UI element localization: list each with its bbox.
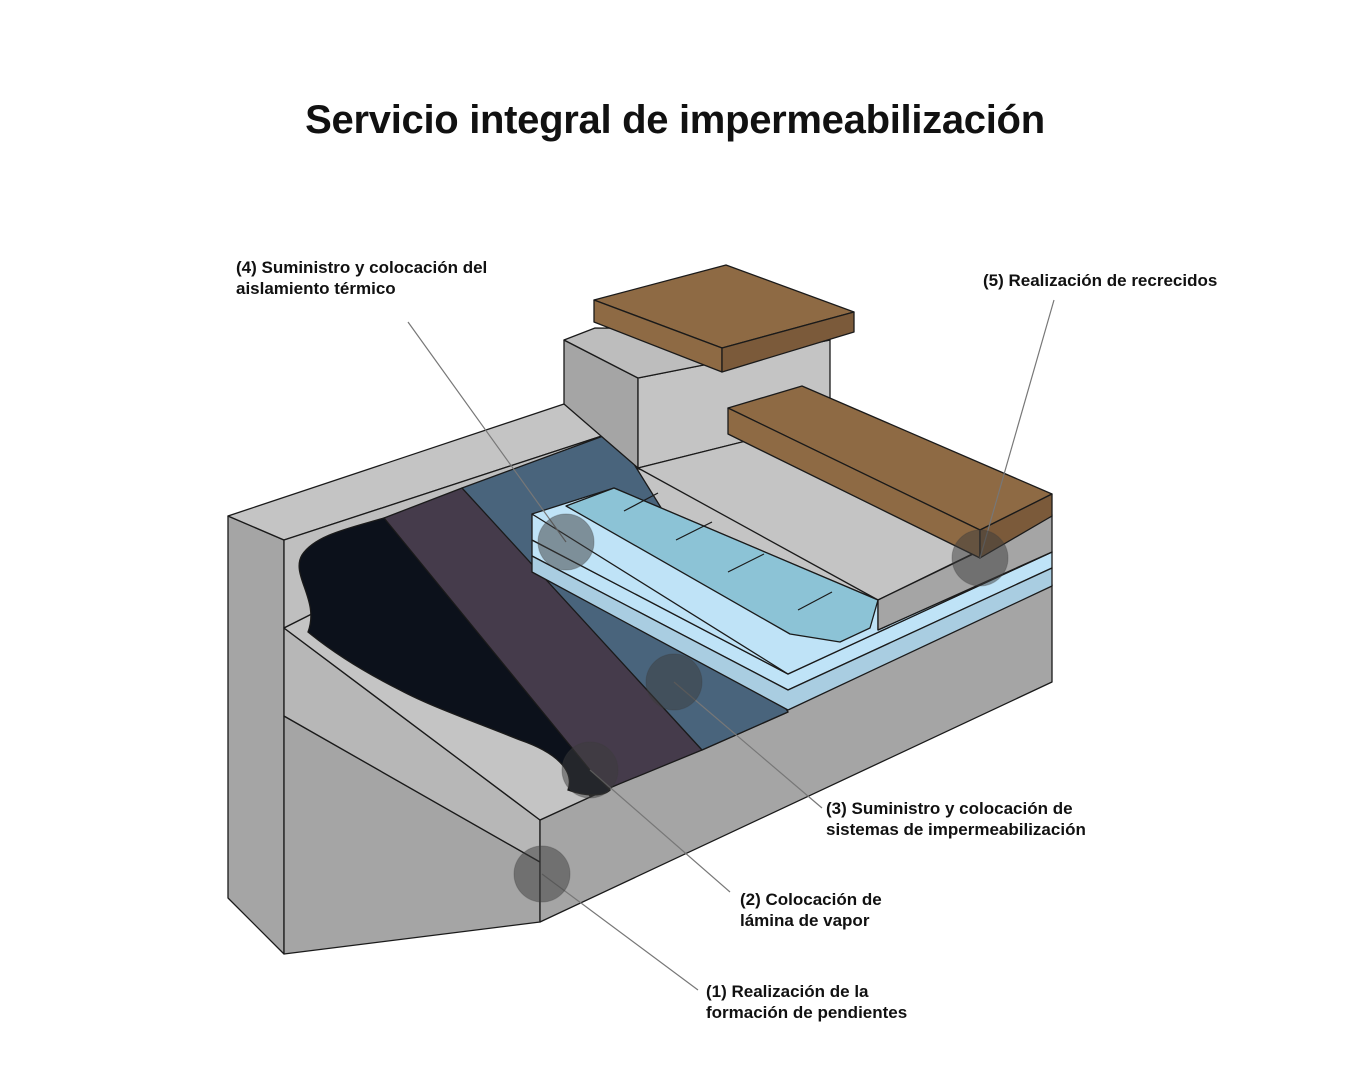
leader-line-1 [541, 873, 699, 991]
insulation-layer-2 [531, 555, 1053, 711]
leader-line-2 [589, 769, 731, 893]
thermal-insulation-board [565, 487, 879, 643]
marker-4 [537, 513, 595, 571]
label-4-line2: aislamiento térmico [236, 279, 396, 298]
bitumen-coating [298, 517, 611, 796]
marker-2 [561, 741, 619, 799]
leader-line-5 [979, 299, 1055, 559]
left-wall-face [227, 515, 285, 955]
label-1-line1: (1) Realización de la [706, 982, 869, 1001]
label-3-line1: (3) Suministro y colocación de [826, 799, 1073, 818]
label-5: (5) Realización de recrecidos [983, 270, 1217, 291]
marker-3 [645, 653, 703, 711]
marker-5 [951, 529, 1009, 587]
insulation-joint-1 [623, 492, 659, 512]
insulation-joint-4 [797, 591, 833, 611]
label-2-line2: lámina de vapor [740, 911, 870, 930]
label-2: (2) Colocación de lámina de vapor [740, 889, 882, 931]
diagram-title: Servicio integral de impermeabilización [305, 98, 1045, 142]
label-3: (3) Suministro y colocación de sistemas … [826, 798, 1086, 840]
label-4-line1: (4) Suministro y colocación del [236, 258, 488, 277]
label-1: (1) Realización de la formación de pendi… [706, 981, 907, 1023]
label-5-line1: (5) Realización de recrecidos [983, 271, 1218, 290]
label-3-line2: sistemas de impermeabilización [826, 820, 1086, 839]
label-2-line1: (2) Colocación de [740, 890, 882, 909]
label-1-line2: formación de pendientes [706, 1003, 908, 1022]
label-4: (4) Suministro y colocación del aislamie… [236, 257, 487, 299]
wood-plank-top-end [721, 311, 855, 373]
insulation-joint-3 [727, 553, 765, 573]
leader-line-3 [673, 681, 823, 809]
leader-line-4 [407, 321, 567, 543]
marker-1 [513, 845, 571, 903]
insulation-joint-2 [675, 521, 713, 541]
